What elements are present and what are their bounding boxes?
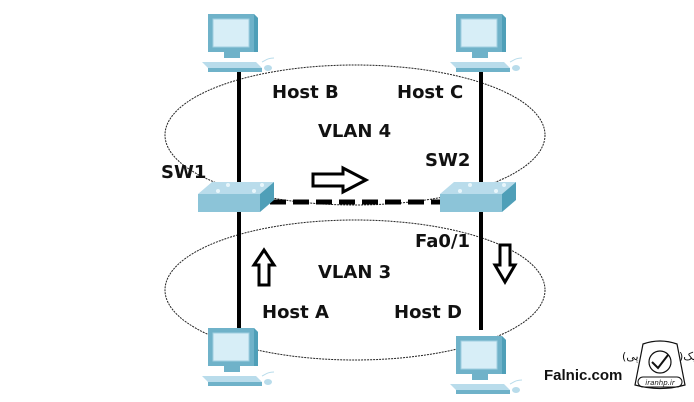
label-vlan3: VLAN 3 (318, 262, 391, 283)
arrow-host-d-down-icon (492, 243, 518, 285)
arrow-trunk-right-icon (311, 165, 370, 195)
watermark-logo: فالنیک(ایران اچ پی) Falnic.com iranhp.ir (544, 340, 694, 390)
vlan4-ellipse (164, 64, 546, 206)
switch-sw1-icon (198, 182, 274, 212)
label-sw1: SW1 (161, 162, 206, 183)
label-sw2: SW2 (425, 150, 470, 171)
label-vlan4: VLAN 4 (318, 121, 391, 142)
watermark-badge-icon: iranhp.ir (634, 340, 686, 390)
pc-host-c-icon (449, 13, 523, 73)
watermark-brand: Falnic.com (544, 367, 622, 384)
vlan3-ellipse (164, 219, 546, 361)
pc-host-d-icon (449, 335, 523, 395)
label-port-fa01: Fa0/1 (415, 231, 470, 252)
label-host-c: Host C (397, 82, 463, 103)
label-host-a: Host A (262, 302, 329, 323)
label-host-d: Host D (394, 302, 462, 323)
switch-sw2-icon (440, 182, 516, 212)
label-host-b: Host B (272, 82, 339, 103)
pc-host-b-icon (201, 13, 275, 73)
arrow-host-a-up-icon (251, 247, 277, 287)
pc-host-a-icon (201, 327, 275, 387)
watermark-badge-text: iranhp.ir (645, 379, 676, 387)
